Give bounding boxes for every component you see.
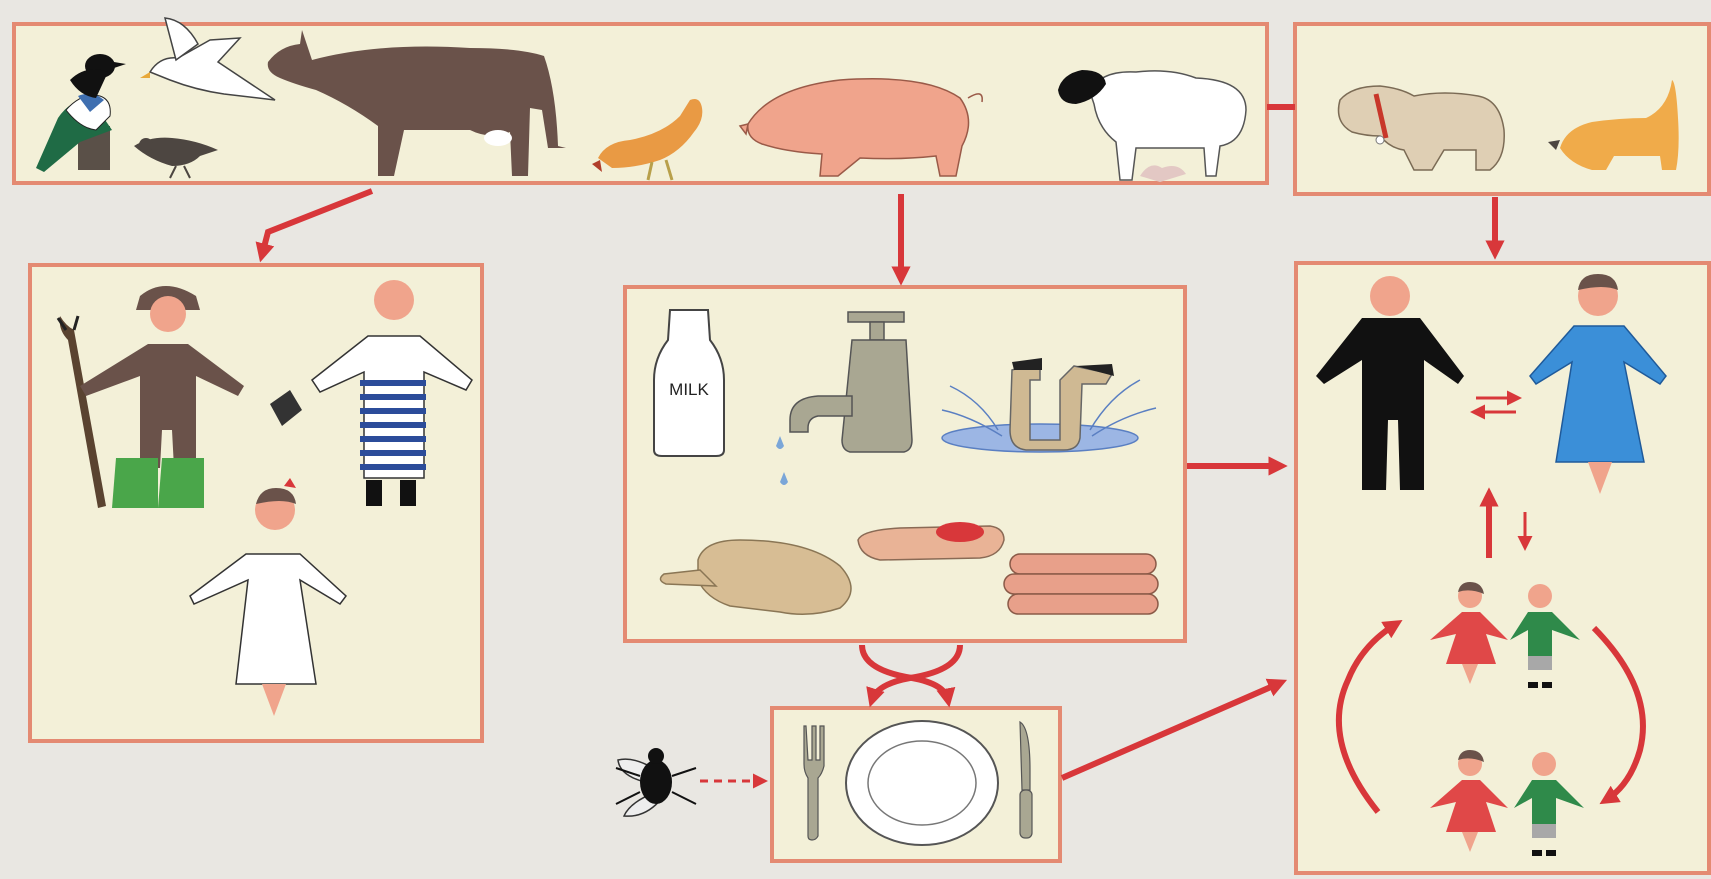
fly-icon [616, 748, 696, 816]
sausages-icon [1004, 554, 1158, 614]
arrow-animals-to-occupational [262, 191, 372, 255]
arrow-plate-to-people [1062, 683, 1280, 778]
plate-icon [846, 721, 998, 845]
milk-label: MILK [669, 380, 709, 399]
